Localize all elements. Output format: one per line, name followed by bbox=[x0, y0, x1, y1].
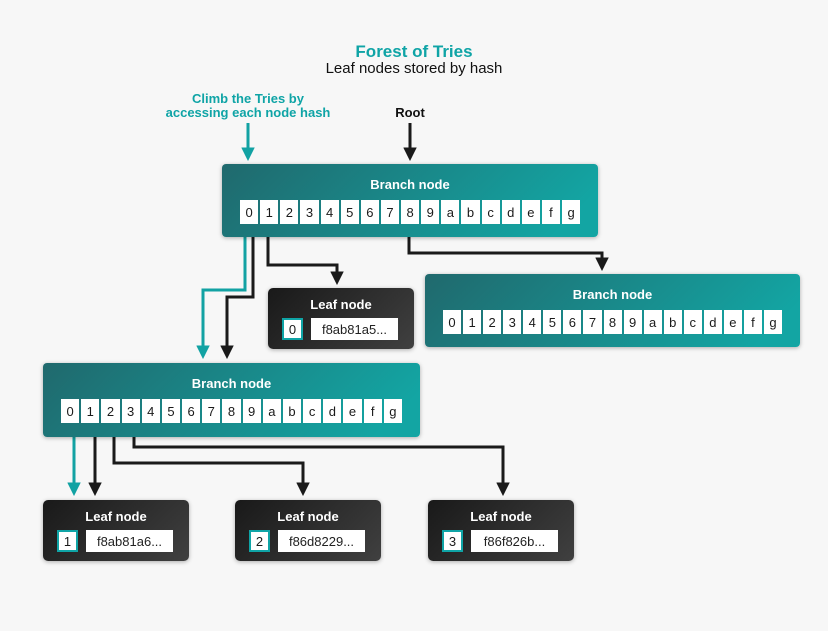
branch-cell: c bbox=[481, 200, 500, 224]
leaf-hash-value: f8ab81a6... bbox=[86, 530, 173, 552]
leaf-node-title: Leaf node bbox=[277, 509, 339, 524]
leaf-node-title: Leaf node bbox=[85, 509, 147, 524]
branch-cell: 4 bbox=[523, 310, 542, 334]
branch-cell: 5 bbox=[543, 310, 562, 334]
branch-cell: 7 bbox=[583, 310, 602, 334]
branch-cell: g bbox=[764, 310, 783, 334]
leaf-node-title: Leaf node bbox=[470, 509, 532, 524]
branch-cell: 6 bbox=[182, 399, 201, 423]
branch-cell: 8 bbox=[603, 310, 622, 334]
branch-cell: 0 bbox=[443, 310, 462, 334]
climb-annotation-line1: Climb the Tries by bbox=[192, 91, 304, 106]
leaf-node-1: Leaf node 1 f8ab81a6... bbox=[43, 500, 189, 561]
branch-cell: d bbox=[501, 200, 520, 224]
branch-cell: 2 bbox=[280, 200, 299, 224]
branch-cell: e bbox=[521, 200, 540, 224]
branch-node-title: Branch node bbox=[191, 376, 272, 391]
branch-cell: a bbox=[643, 310, 662, 334]
branch-cell: e bbox=[343, 399, 362, 423]
arrow-top-cell8-to-branch-right bbox=[407, 224, 609, 272]
branch-cell: 1 bbox=[260, 200, 279, 224]
branch-cell: a bbox=[441, 200, 460, 224]
arrow-left-cell2-to-leaf2 bbox=[112, 419, 310, 497]
branch-cell: a bbox=[262, 399, 281, 423]
leaf-node-3: Leaf node 3 f86f826b... bbox=[428, 500, 574, 561]
leaf-node-row: 0 f8ab81a5... bbox=[282, 318, 404, 340]
branch-cell: c bbox=[683, 310, 702, 334]
branch-cell: 7 bbox=[380, 200, 399, 224]
branch-node-title: Branch node bbox=[370, 177, 450, 192]
branch-cell: 4 bbox=[141, 399, 160, 423]
climb-annotation: Climb the Tries by accessing each node h… bbox=[147, 92, 349, 120]
branch-cell: 1 bbox=[81, 399, 100, 423]
leaf-node-title: Leaf node bbox=[310, 297, 372, 312]
branch-cell: 5 bbox=[161, 399, 181, 423]
branch-cell: 6 bbox=[360, 200, 379, 224]
arrow-top-cell1-to-leaf0 bbox=[266, 224, 344, 286]
branch-cell: 7 bbox=[202, 399, 221, 423]
branch-cell: c bbox=[303, 399, 322, 423]
branch-cell: 5 bbox=[340, 200, 359, 224]
arrow-climb-path-to-branch-left bbox=[196, 224, 247, 360]
branch-cell: g bbox=[383, 399, 402, 423]
leaf-index-cell: 1 bbox=[57, 530, 78, 552]
branch-cell: e bbox=[723, 310, 742, 334]
branch-cell: 2 bbox=[483, 310, 502, 334]
branch-cell: 2 bbox=[101, 399, 120, 423]
leaf-index-cell: 0 bbox=[282, 318, 303, 340]
leaf-hash-value: f8ab81a5... bbox=[311, 318, 398, 340]
branch-cell: b bbox=[282, 399, 302, 423]
leaf-index-cell: 2 bbox=[249, 530, 270, 552]
branch-cell: b bbox=[663, 310, 682, 334]
branch-cell: d bbox=[323, 399, 342, 423]
page-subtitle: Leaf nodes stored by hash bbox=[325, 60, 503, 77]
leaf-node-row: 3 f86f826b... bbox=[442, 530, 564, 552]
leaf-index-cell: 3 bbox=[442, 530, 463, 552]
leaf-node-row: 2 f86d8229... bbox=[249, 530, 371, 552]
leaf-hash-value: f86f826b... bbox=[471, 530, 558, 552]
arrow-top-cell0-to-branch-left bbox=[220, 224, 255, 360]
branch-cell: 9 bbox=[242, 399, 261, 423]
branch-cell: 8 bbox=[222, 399, 241, 423]
branch-cell: 0 bbox=[61, 399, 80, 423]
branch-cell: 9 bbox=[421, 200, 440, 224]
branch-cell: f bbox=[541, 200, 560, 224]
branch-cell: 9 bbox=[623, 310, 642, 334]
branch-cell: 3 bbox=[503, 310, 522, 334]
branch-cell: 8 bbox=[401, 200, 420, 224]
branch-cell: f bbox=[743, 310, 762, 334]
branch-cell: 4 bbox=[320, 200, 339, 224]
branch-cell: g bbox=[562, 200, 581, 224]
branch-cell: 0 bbox=[240, 200, 259, 224]
root-annotation: Root bbox=[395, 105, 425, 120]
leaf-hash-value: f86d8229... bbox=[278, 530, 365, 552]
leaf-node-2: Leaf node 2 f86d8229... bbox=[235, 500, 381, 561]
page-title: Forest of Tries bbox=[355, 42, 473, 61]
branch-cell: b bbox=[461, 200, 480, 224]
branch-cell: 6 bbox=[563, 310, 582, 334]
branch-node-title: Branch node bbox=[572, 287, 653, 302]
branch-cell: f bbox=[363, 399, 382, 423]
branch-cell: 3 bbox=[300, 200, 319, 224]
branch-cell: 1 bbox=[463, 310, 482, 334]
leaf-node-0: Leaf node 0 f8ab81a5... bbox=[268, 288, 414, 349]
climb-annotation-line2: accessing each node hash bbox=[165, 105, 331, 120]
leaf-node-row: 1 f8ab81a6... bbox=[57, 530, 179, 552]
branch-cell: 3 bbox=[121, 399, 140, 423]
branch-cell: d bbox=[703, 310, 722, 334]
